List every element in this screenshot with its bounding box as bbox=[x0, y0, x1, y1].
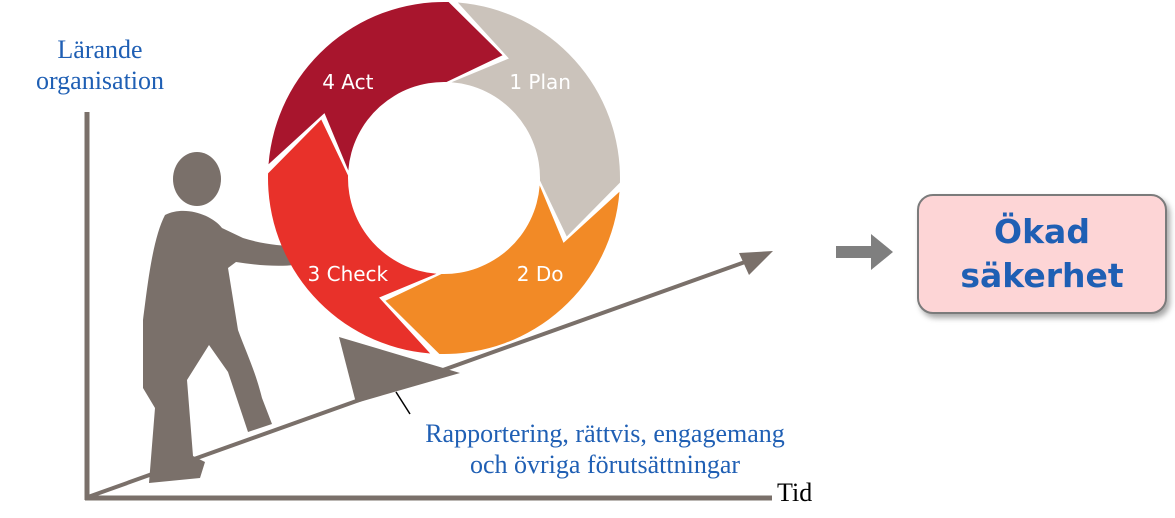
result-text: Ökad säkerhet bbox=[960, 212, 1124, 295]
slope-arrowhead bbox=[739, 251, 773, 275]
segment-plan bbox=[451, 2, 620, 237]
person-head bbox=[173, 152, 221, 206]
person-body bbox=[143, 210, 312, 484]
result-arrow bbox=[836, 234, 893, 270]
pointer-line bbox=[395, 391, 411, 415]
person-figure bbox=[143, 152, 312, 484]
segment-do bbox=[385, 185, 620, 354]
segment-plan-label: 1 Plan bbox=[509, 70, 571, 94]
slope-note: Rapportering, rättvis, engagemang och öv… bbox=[425, 419, 785, 480]
result-box: Ökad säkerhet bbox=[917, 194, 1167, 314]
y-axis-label: Lärande organisation bbox=[35, 35, 165, 96]
segment-act bbox=[268, 1, 503, 171]
segment-check-label: 3 Check bbox=[308, 262, 389, 286]
pdca-wheel: 1 Plan 2 Do 3 Check 4 Act bbox=[268, 1, 620, 354]
segment-check bbox=[268, 119, 437, 354]
x-axis-label: Tid bbox=[777, 478, 813, 507]
wedge bbox=[339, 337, 460, 403]
segment-act-label: 4 Act bbox=[322, 70, 373, 94]
segment-do-label: 2 Do bbox=[517, 262, 564, 286]
